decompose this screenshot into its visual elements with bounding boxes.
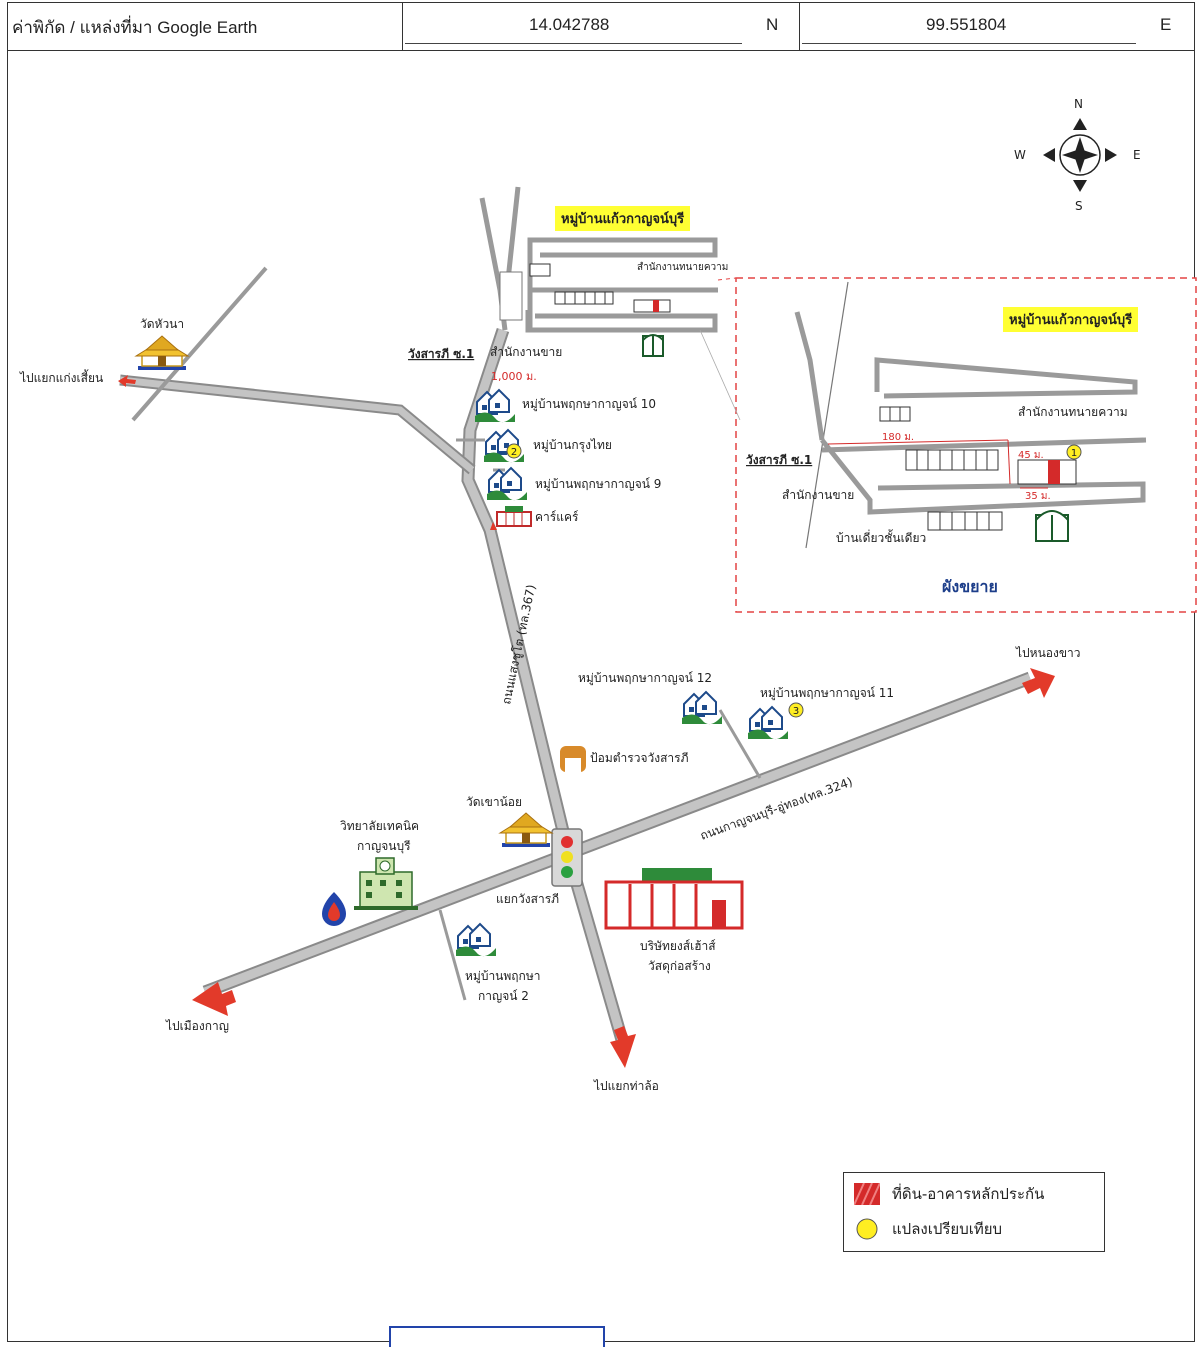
label-dist-1000: 1,000 ม. [491, 370, 537, 383]
compass-w: W [1014, 148, 1026, 162]
label-village-pk2-2: กาญจน์ 2 [478, 989, 529, 1003]
inset-law-office: สำนักงานทนายความ [1018, 405, 1128, 419]
legend-comparable: แปลงเปรียบเทียบ [854, 1216, 1002, 1242]
junction-box [499, 271, 523, 321]
village-house-icon [681, 691, 723, 726]
compass-n: N [1074, 97, 1083, 111]
village-rowhouses [529, 263, 671, 313]
village-house-icon [455, 923, 497, 958]
label-road-324: ถนนกาญจนบุรี-อู่ทอง(ทล.324) [698, 775, 854, 844]
longitude-cell: 99.551804 E [800, 3, 1194, 50]
label-village-pk12: หมู่บ้านพฤกษากาญจน์ 12 [578, 671, 712, 686]
label-to-kanchanaburi: ไปเมืองกาญ [165, 1019, 229, 1033]
longitude-direction: E [1160, 15, 1172, 34]
label-to-kaeng-sian: ไปแยกแก่งเสี้ยน [19, 369, 103, 385]
village-title-highlight: หมู่บ้านแก้วกาญจน์บุรี [555, 206, 691, 231]
comparable-swatch-icon [856, 1218, 878, 1240]
inset-dist-35: 35 ม. [1025, 491, 1051, 502]
inset-dist-180: 180 ม. [882, 432, 914, 443]
compass-s: S [1075, 199, 1083, 213]
latitude-value: 14.042788 [529, 15, 610, 34]
coord-source-label: ค่าพิกัด / แหล่งที่มา Google Earth [12, 18, 258, 37]
label-law-office: สำนักงานทนายความ [637, 262, 728, 273]
label-wat-hua-na: วัดหัวนา [140, 317, 184, 331]
temple-icon [135, 335, 189, 371]
comparable-marker-3: 3 [788, 702, 804, 718]
direction-arrows [118, 295, 1055, 1068]
inset-title-highlight: หมู่บ้านแก้วกาญจน์บุรี [1003, 307, 1139, 332]
traffic-light-icon [551, 828, 583, 887]
label-sales-office: สำนักงานขาย [490, 345, 562, 359]
label-police-box: ป้อมตำรวจวังสารภี [590, 751, 689, 765]
compass-icon: N S E W [1014, 97, 1141, 213]
collateral-marker [653, 300, 659, 312]
inset-caption: ผังขยาย [942, 577, 998, 596]
svg-text:3: 3 [793, 706, 799, 717]
collateral-swatch-icon [854, 1183, 880, 1205]
village-house-icon [486, 467, 528, 502]
latitude-direction: N [766, 15, 779, 34]
comparable-marker-2: 2 [506, 443, 522, 459]
temple-icon [499, 812, 553, 848]
car-care-icon [496, 506, 532, 527]
label-to-nong-khao: ไปหนองขาว [1015, 646, 1081, 660]
latitude-underline [405, 43, 742, 44]
longitude-underline [802, 43, 1136, 44]
gas-station-icon [322, 892, 346, 926]
legend-collateral-label: ที่ดิน-อาคารหลักประกัน [892, 1185, 1045, 1203]
village-house-icon [747, 706, 789, 741]
comparable-marker-1: 1 [1071, 448, 1077, 459]
hardware-store-icon [604, 868, 744, 930]
label-wat-khao-noi: วัดเขาน้อย [466, 795, 522, 809]
legend-collateral: ที่ดิน-อาคารหลักประกัน [854, 1181, 1044, 1207]
label-to-tha-lo: ไปแยกท่าล้อ [593, 1079, 659, 1093]
stamp-partial [389, 1326, 605, 1347]
label-village-pk9: หมู่บ้านพฤกษากาญจน์ 9 [535, 477, 661, 492]
compass-e: E [1133, 148, 1141, 162]
svg-text:2: 2 [511, 447, 517, 458]
latitude-cell: 14.042788 N [403, 3, 800, 50]
label-car-care: คาร์แคร์ [535, 510, 579, 524]
coord-source-cell: ค่าพิกัด / แหล่งที่มา Google Earth [8, 3, 403, 50]
inset-wang-sarapee-1: วังสารภี ซ.1 [746, 453, 812, 467]
label-tech-college-1: วิทยาลัยเทคนิค [340, 819, 419, 833]
inset-sales-office: สำนักงานขาย [782, 488, 854, 502]
inset-plan: 1 สำนักงานทนายความ วังสารภี ซ.1 สำนักงาน… [699, 277, 1197, 613]
label-tech-college-2: กาญจนบุรี [357, 839, 411, 854]
inset-dist-45: 45 ม. [1018, 450, 1044, 461]
label-wang-sarapee-1: วังสารภี ซ.1 [408, 347, 474, 361]
label-village-pk11: หมู่บ้านพฤกษากาญจน์ 11 [760, 686, 894, 701]
inset-sales-office-icon [1035, 510, 1069, 542]
label-company-1: บริษัทยงส์เฮ้าส์ [640, 939, 716, 953]
label-village-pk10: หมู่บ้านพฤกษากาญจน์ 10 [522, 397, 656, 412]
label-village-krungthai: หมู่บ้านกรุงไทย [533, 438, 612, 453]
inset-single-house: บ้านเดี่ยวชั้นเดียว [836, 529, 926, 545]
longitude-value: 99.551804 [926, 15, 1007, 34]
label-company-2: วัสดุก่อสร้าง [648, 959, 711, 974]
sales-office-icon [642, 334, 664, 357]
legend-comparable-label: แปลงเปรียบเทียบ [892, 1220, 1003, 1238]
coordinate-header: ค่าพิกัด / แหล่งที่มา Google Earth 14.04… [7, 2, 1195, 51]
police-box-icon [560, 746, 586, 772]
label-junction: แยกวังสารภี [496, 892, 559, 906]
legend: ที่ดิน-อาคารหลักประกัน แปลงเปรียบเทียบ [843, 1172, 1105, 1252]
label-village-pk2-1: หมู่บ้านพฤกษา [465, 969, 540, 984]
college-icon [354, 857, 418, 910]
